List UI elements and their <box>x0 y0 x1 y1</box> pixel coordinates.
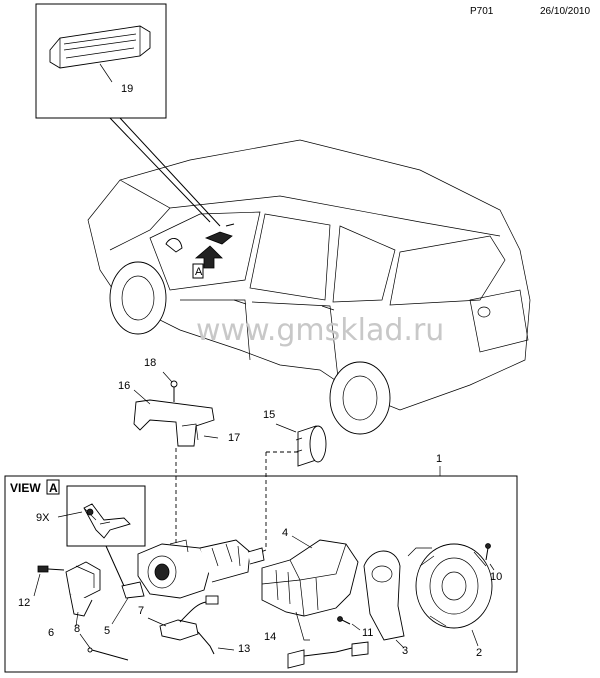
callout-12: 12 <box>18 597 30 609</box>
callout-17: 17 <box>228 432 240 444</box>
inset-detail-19: 19 <box>35 3 221 227</box>
callout-18: 18 <box>144 357 156 369</box>
view-arrow <box>194 245 223 269</box>
bracket-assembly: 18 16 17 <box>118 357 240 447</box>
part-3-cover <box>363 550 405 641</box>
vehicle-outline: A <box>87 139 531 435</box>
callout-19: 19 <box>121 83 133 95</box>
callout-11: 11 <box>362 627 373 639</box>
view-arrow-marker: A <box>195 266 203 278</box>
watermark-text: www.gmsklad.ru <box>196 313 444 348</box>
inset-9x <box>66 485 146 547</box>
view-letter: A <box>49 481 58 495</box>
front-wheel <box>109 261 167 335</box>
callout-3: 3 <box>402 645 408 657</box>
view-arrow-marker-box <box>192 263 204 279</box>
inset-leader-2 <box>119 117 221 227</box>
rear-wheel <box>329 361 391 435</box>
view-letter-box <box>46 479 60 495</box>
callout-6: 6 <box>48 627 54 639</box>
callout-1: 1 <box>436 453 442 465</box>
callout-15: 15 <box>263 409 275 421</box>
callout-4: 4 <box>282 527 288 539</box>
callout-5: 5 <box>104 625 110 637</box>
callout-8: 8 <box>74 623 80 635</box>
connector-dashed-2 <box>249 452 267 557</box>
clockspring <box>415 543 493 629</box>
view-label: VIEW <box>10 481 41 495</box>
lock-cylinder-housing <box>137 543 211 599</box>
part-15: 15 <box>263 409 327 467</box>
diagram-date: 26/10/2010 <box>540 6 590 17</box>
callout-13: 13 <box>238 643 250 655</box>
callout-14: 14 <box>264 631 276 643</box>
diagram-code: P701 <box>470 6 494 17</box>
callout-16: 16 <box>118 380 130 392</box>
view-a-frame: VIEW A 9X 5 6 12 <box>4 475 518 673</box>
callout-10: 10 <box>490 571 502 583</box>
inset-leader-1 <box>109 117 211 223</box>
callout-9x: 9X <box>36 512 50 524</box>
callout-7: 7 <box>138 605 144 617</box>
callout-2: 2 <box>476 647 482 659</box>
